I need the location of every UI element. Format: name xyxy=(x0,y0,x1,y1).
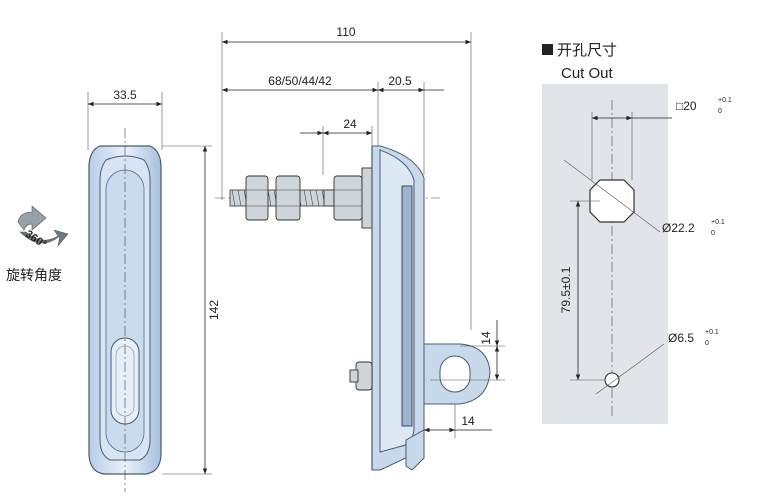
rotation-caption: 旋转角度 xyxy=(6,268,62,284)
main-hole-tol-lower: 0 xyxy=(711,230,715,237)
shaft-length-dimension: 68/50/44/42 20.5 xyxy=(222,74,444,175)
main-cutout-hole xyxy=(563,112,672,233)
main-hole-size-text: Ø22.2 xyxy=(662,221,695,235)
overall-length-dimension: 110 xyxy=(221,25,472,330)
small-hole-size-label: Ø6.5 +0.1 0 xyxy=(668,329,719,347)
overall-length-label: 110 xyxy=(336,25,355,39)
eye-height-label: 14 xyxy=(479,331,493,345)
nut-span-dimension: 24 xyxy=(300,117,373,175)
square-size-label: □20 +0.1 0 xyxy=(676,97,732,115)
square-size-text: □20 xyxy=(676,99,697,113)
main-hole-tol-upper: +0.1 xyxy=(711,219,725,226)
side-view: 110 68/50/44/42 20.5 24 xyxy=(215,25,505,471)
panel xyxy=(542,84,668,424)
small-cutout-hole xyxy=(595,343,665,395)
small-hole-tol-upper: +0.1 xyxy=(705,329,719,336)
cutout-title-cn: 开孔尺寸 xyxy=(557,41,617,59)
cutout-section: 开孔尺寸 Cut Out 79.5±0.1 □20 xyxy=(542,41,732,424)
front-view: 33.5 142 360° 旋转角度 xyxy=(6,88,221,492)
shaft-length-label: 68/50/44/42 xyxy=(268,74,332,88)
hole-distance-dimension: 79.5±0.1 xyxy=(559,200,604,381)
square-tol-upper: +0.1 xyxy=(718,97,732,104)
rotation-label: 360° xyxy=(23,228,49,251)
nut-span-label: 24 xyxy=(343,117,357,131)
rotation-arrow-icon xyxy=(17,205,47,231)
width-dimension: 33.5 xyxy=(87,88,163,150)
cutout-title-en: Cut Out xyxy=(561,65,614,82)
height-dimension: 142 xyxy=(162,145,221,475)
padlock-eye xyxy=(349,343,491,405)
main-hole-size-label: Ø22.2 +0.1 0 xyxy=(662,219,725,237)
eye-offset-dimension: 14 xyxy=(423,404,492,438)
square-tol-lower: 0 xyxy=(718,108,722,115)
rotation-indicator: 360° 旋转角度 xyxy=(6,205,69,284)
height-label: 142 xyxy=(207,300,221,320)
handle-side-profile xyxy=(371,145,425,471)
small-hole-tol-lower: 0 xyxy=(705,340,709,347)
lock-nuts xyxy=(245,167,373,229)
small-hole-size-text: Ø6.5 xyxy=(668,331,694,345)
hole-distance-label: 79.5±0.1 xyxy=(559,266,573,313)
body-depth-label: 20.5 xyxy=(388,74,412,88)
cutout-title-marker xyxy=(542,44,553,55)
eye-height-dimension: 14 xyxy=(430,320,505,381)
eye-offset-label: 14 xyxy=(461,414,475,428)
width-label: 33.5 xyxy=(113,88,137,102)
